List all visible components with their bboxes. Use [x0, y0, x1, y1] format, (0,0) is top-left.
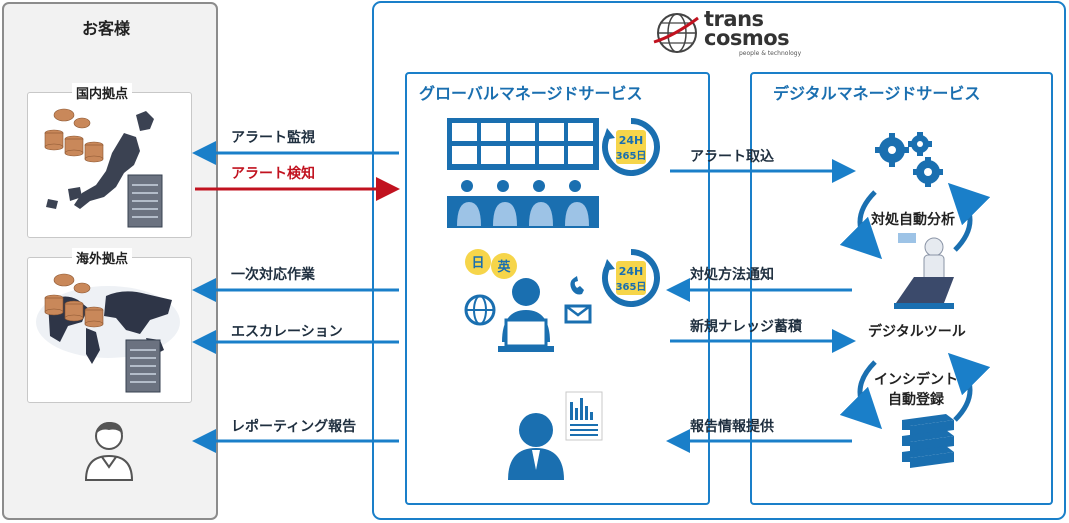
brand-tagline: people & technology [739, 50, 802, 57]
gears-icon [875, 132, 943, 187]
cycle-arc-right-top [947, 182, 991, 252]
label-resolution-notify: 対処方法通知 [690, 267, 774, 283]
robot-laptop-icon [894, 233, 954, 309]
cycle-arc-right-bottom [947, 352, 991, 422]
customer-person-icon [84, 422, 134, 481]
24h-365-badge-icon-2: 24H 365日 [602, 249, 660, 307]
japanese-bubble-text: 日 [471, 256, 484, 271]
english-bubble-text: 英 [496, 259, 511, 275]
label-digital-tool: デジタルツール [868, 324, 966, 340]
transcosmos-globe-logo-icon [653, 13, 699, 53]
label-incident-line2: 自動登録 [888, 392, 944, 408]
label-incident-line1: インシデント [874, 372, 958, 388]
label-alert-detection: アラート検知 [231, 166, 315, 182]
badge-24h-text-2: 24H [619, 265, 644, 278]
overseas-site-box [27, 257, 192, 403]
overseas-site-label: 海外拠点 [72, 248, 133, 267]
24h-365-badge-icon: 24H 365日 [602, 118, 660, 176]
multilingual-operator-icon: 日 英 [464, 249, 592, 352]
label-alert-import: アラート取込 [690, 149, 774, 165]
label-first-response: 一次対応作業 [231, 267, 315, 283]
database-stack-icon [902, 414, 954, 468]
transcosmos-wordmark: trans cosmos [704, 7, 790, 50]
label-knowledge-store: 新規ナレッジ蓄積 [690, 319, 802, 335]
label-reporting: レポーティング報告 [231, 419, 357, 435]
label-auto-analysis: 対処自動分析 [871, 212, 955, 228]
dms-title: デジタルマネージドサービス [773, 84, 981, 103]
cycle-arc-left-top [839, 190, 883, 260]
gms-title: グローバルマネージドサービス [419, 84, 643, 103]
badge-24h-text: 24H [619, 134, 644, 147]
cycle-arc-left-bottom [839, 360, 883, 430]
label-alert-monitoring: アラート監視 [231, 130, 315, 146]
brand-name-line2: cosmos [704, 26, 790, 50]
japan-map-server-icon [44, 108, 163, 228]
world-map-server-icon [36, 273, 180, 393]
monitoring-center-icon [447, 118, 599, 228]
label-report-info: 報告情報提供 [690, 419, 774, 435]
badge-365-text-2: 365日 [616, 281, 647, 293]
badge-365-text: 365日 [616, 150, 647, 162]
label-escalation: エスカレーション [231, 324, 343, 340]
domestic-site-box [27, 92, 192, 238]
brand-name-line1: trans [704, 7, 764, 31]
reporting-operator-icon [508, 391, 603, 480]
customer-title: お客様 [82, 19, 131, 38]
domestic-site-label: 国内拠点 [72, 83, 133, 102]
